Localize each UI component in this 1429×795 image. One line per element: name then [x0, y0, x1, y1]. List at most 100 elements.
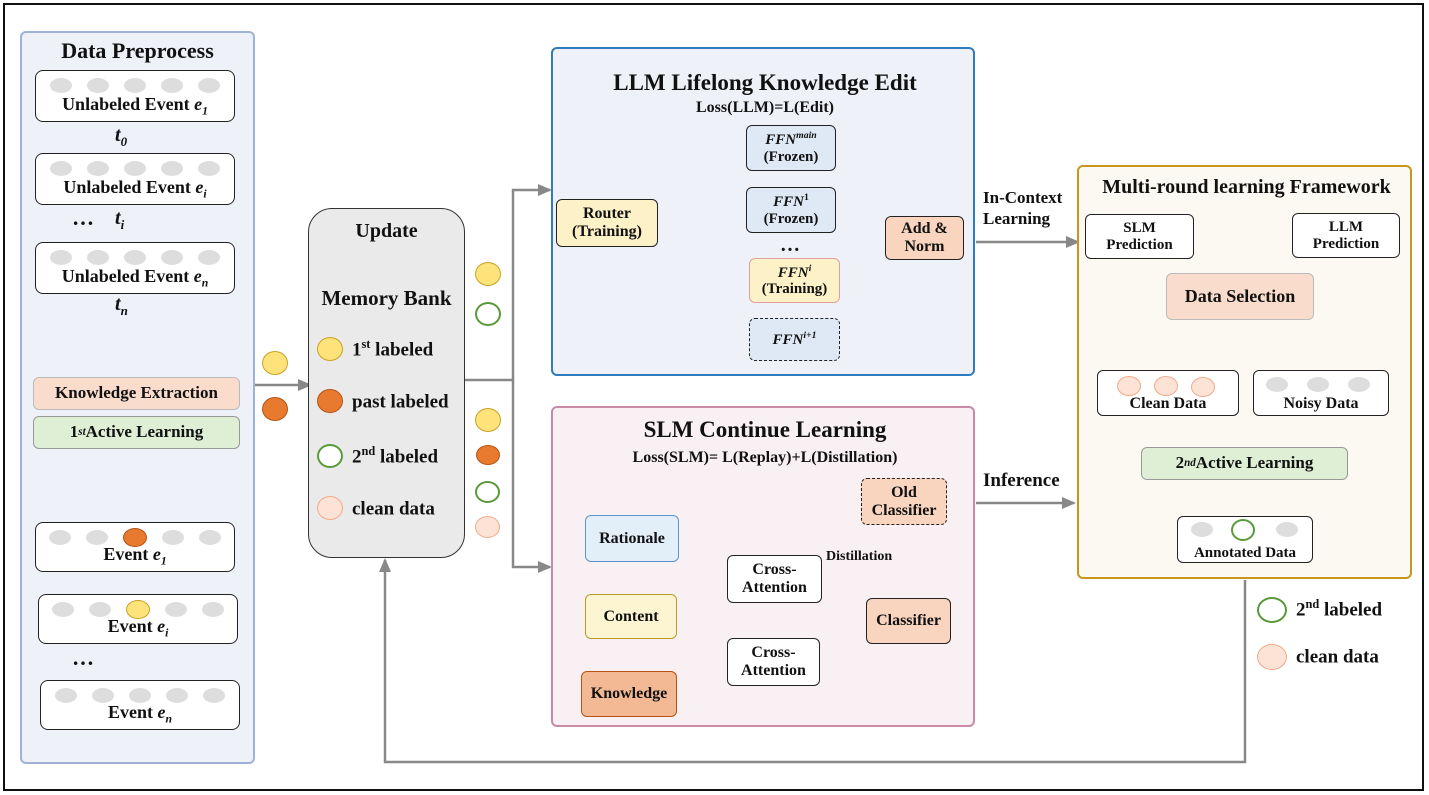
yellow-dot-llm-branch [475, 262, 501, 286]
legend-sup: st [361, 337, 371, 351]
dot-row [42, 527, 228, 547]
legend-rest: labeled [370, 339, 434, 361]
legend-text: clean data [352, 498, 435, 520]
second-active-learning-number: 2 [1175, 453, 1185, 473]
event-text: Event [103, 544, 153, 565]
time-var: t [115, 293, 121, 315]
placeholder-dot [161, 160, 184, 176]
classifier-label: Classifier [876, 612, 941, 630]
placeholder-dot [86, 529, 109, 545]
legend-sup: nd [361, 444, 376, 458]
placeholder-dot [161, 249, 184, 265]
placeholder-dot [198, 249, 221, 265]
placeholder-dot [198, 77, 221, 93]
rationale-label: Rationale [599, 529, 665, 547]
ffn-main-sup: main [796, 130, 817, 141]
placeholder-dot [123, 77, 146, 93]
event-var: e [194, 94, 203, 115]
cross-attention-1-label: Cross- Attention [742, 561, 807, 596]
ffn-1-sup: 1 [803, 192, 809, 203]
placeholder-dot [166, 687, 189, 703]
llm-title: LLM Lifelong Knowledge Edit [613, 70, 917, 95]
labeled-event-box: Event en [40, 680, 240, 730]
ffn-i-name: FFN [777, 264, 809, 281]
annotated-dot-3 [1276, 522, 1298, 537]
ffn-next-name: FFN [772, 331, 804, 348]
event-sub: 1 [160, 555, 167, 568]
event-sub: 1 [202, 105, 208, 118]
router-box: Router (Training) [556, 199, 658, 247]
multi-round-title: Multi-round learning Framework [1102, 176, 1391, 198]
memory-legend-label: 2nd labeled [352, 444, 438, 468]
yellow-dot-input [262, 351, 288, 375]
rationale-box: Rationale [585, 515, 679, 562]
noisy-data-label: Noisy Data [1283, 395, 1359, 413]
labeled-dot [125, 599, 150, 619]
ffn-1-name: FFN [773, 194, 804, 210]
legend-text: clean data [1296, 646, 1379, 668]
placeholder-dot [203, 687, 226, 703]
memory-update-label: Update [355, 220, 418, 242]
event-sub: n [201, 277, 209, 290]
memory-bank-title: Memory Bank [321, 286, 452, 310]
slm-loss: Loss(SLM)= L(Replay)+L(Distillation) [632, 449, 898, 466]
legend-sup: nd [1305, 597, 1320, 611]
legend-text: past labeled [352, 391, 449, 413]
cross-attention-2-label: Cross- Attention [741, 644, 806, 679]
peach-dot-slm-branch [475, 516, 500, 538]
labeled-event-label: Event ei [39, 616, 237, 640]
first-active-learning-number: 1 [69, 422, 79, 442]
placeholder-dot [89, 601, 112, 617]
ffn-1-state: (Frozen) [763, 210, 819, 227]
second-active-learning-sup: nd [1184, 457, 1196, 470]
dot-row [42, 75, 228, 95]
annotated-data-label: Annotated Data [1193, 544, 1297, 561]
bottom-legend-dot [1257, 597, 1287, 623]
content-label: Content [603, 607, 659, 625]
placeholder-dot [123, 160, 146, 176]
ffn-main-state: (Frozen) [763, 148, 819, 165]
ffn-i-box: FFNi (Training) [749, 258, 840, 303]
knowledge-box: Knowledge [581, 671, 677, 717]
memory-legend-dot [317, 337, 343, 361]
event-sub: i [165, 627, 169, 640]
event-text: Event [107, 702, 158, 723]
unlabeled-event-label: Unlabeled Event ei [36, 177, 234, 201]
event-text: Unlabeled Event [63, 177, 196, 198]
memory-legend-dot [317, 389, 343, 413]
labeled-event-box: Event ei [38, 594, 238, 644]
memory-legend-dot [317, 496, 343, 520]
second-active-learning-label: Active Learning [1195, 453, 1314, 473]
ffn-next-sup: i+1 [803, 329, 817, 341]
event-text: Unlabeled Event [62, 94, 195, 115]
placeholder-dot [52, 601, 75, 617]
event-var: e [195, 177, 204, 198]
noisy-data-box: Noisy Data [1253, 370, 1389, 416]
bottom-legend-label: clean data [1296, 644, 1379, 668]
event-text: Event [107, 616, 158, 637]
placeholder-dot [86, 249, 109, 265]
time-var: t [115, 124, 121, 146]
dot-row [47, 685, 233, 705]
time-sub: n [120, 303, 128, 318]
slm-title: SLM Continue Learning [643, 417, 887, 442]
ffn-main-box: FFNmain (Frozen) [746, 125, 836, 171]
labeled-event-label: Event en [41, 702, 239, 726]
first-active-learning-label: Active Learning [85, 422, 204, 442]
orange-dot-slm-branch [476, 445, 500, 465]
placeholder-dot [198, 529, 221, 545]
content-box: Content [585, 594, 677, 639]
knowledge-extraction-box: Knowledge Extraction [33, 377, 240, 410]
cross-attention-2-box: Cross- Attention [727, 638, 820, 686]
yellow-dot-slm-branch [475, 408, 501, 432]
placeholder-dot [49, 529, 72, 545]
preprocess-ellipsis: … [72, 205, 94, 230]
feedback-loop-arrow [379, 558, 1247, 764]
knowledge-label: Knowledge [590, 685, 668, 703]
annotated-dot-green [1231, 519, 1255, 541]
legend-rest: labeled [1319, 599, 1383, 621]
placeholder-dot [86, 160, 109, 176]
noisy-data-dot-2 [1307, 377, 1329, 392]
unlabeled-event-box: Unlabeled Event e1 [35, 70, 235, 122]
